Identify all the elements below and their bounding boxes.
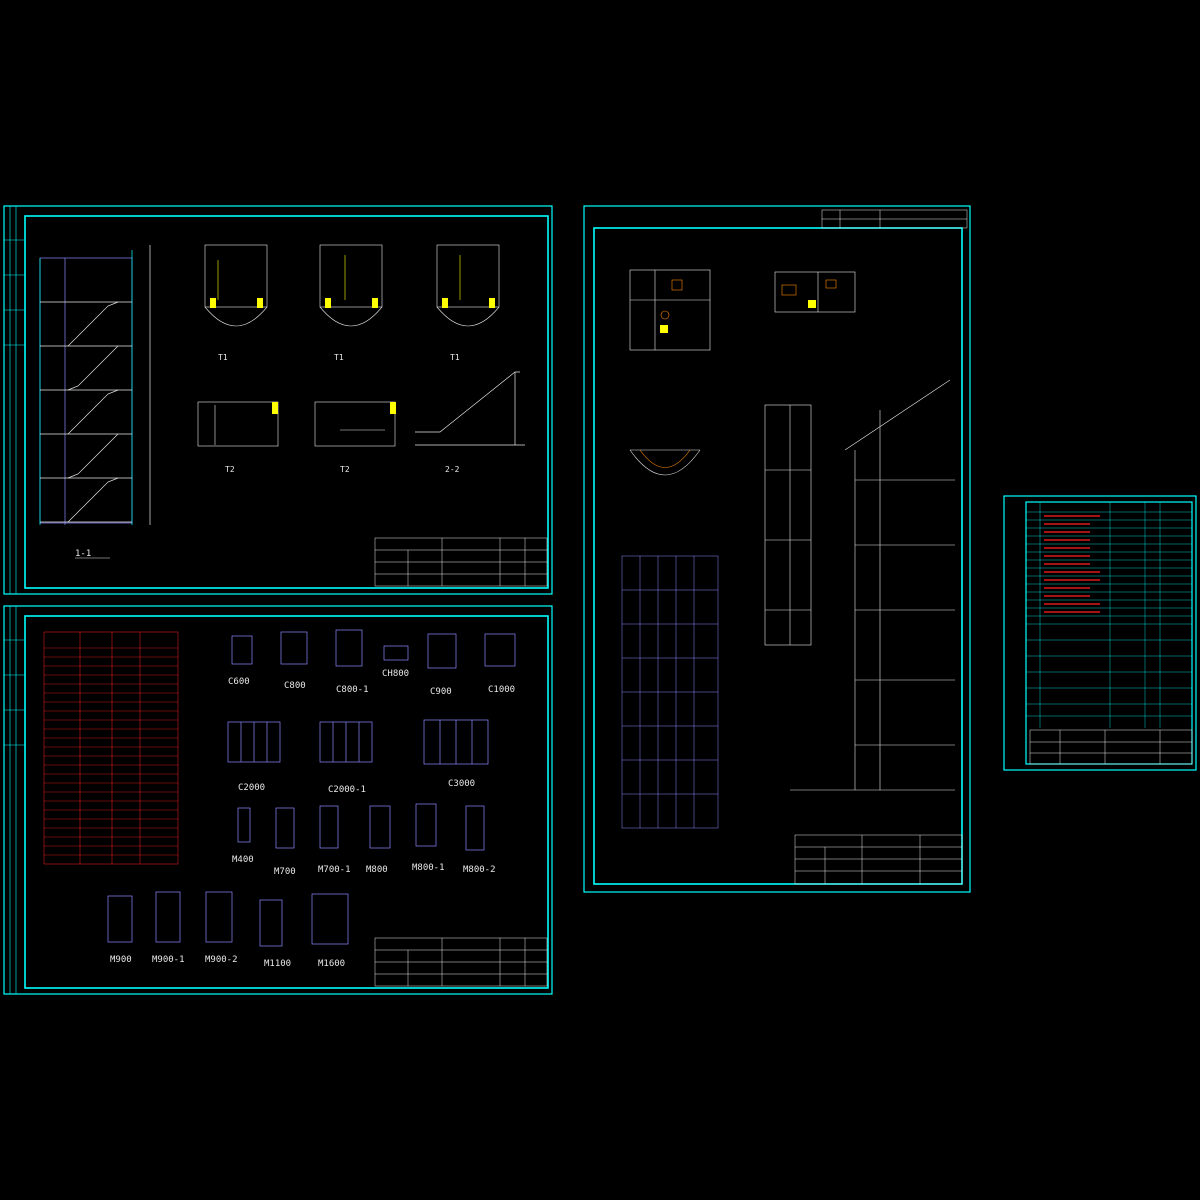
- door-m700-1: [319, 805, 339, 849]
- curtain-wall-elevation: [621, 555, 719, 829]
- window-c800: [280, 631, 308, 665]
- label-m800: M800: [366, 865, 388, 875]
- stair-section-1-1: [39, 245, 151, 525]
- door-m900-1: [155, 891, 181, 943]
- label-m1600: M1600: [318, 959, 345, 969]
- window-c1000: [484, 633, 516, 667]
- label-m400: M400: [232, 855, 254, 865]
- schedule-rows: [44, 647, 178, 856]
- title-block-doors: [374, 937, 548, 987]
- window-ch800: [383, 645, 409, 661]
- door-m800: [369, 805, 391, 849]
- section-1-1-title: 1-1: [75, 549, 91, 559]
- sheet-doors-windows: C600 C800 C800-1 CH800 C900 C1000 C2000 …: [3, 605, 553, 995]
- stair-plan-t2-b: [314, 401, 396, 447]
- stair-plan-t2-a: [197, 401, 279, 447]
- label-c800-1: C800-1: [336, 685, 369, 695]
- plan-label-2-2: 2-2: [445, 465, 460, 474]
- door-m1600: [311, 893, 349, 945]
- door-m800-2: [465, 805, 485, 851]
- index-entries: [1044, 515, 1100, 613]
- door-m900: [107, 895, 133, 943]
- title-block-details: [794, 834, 963, 885]
- stair-plan-t1-b: [319, 244, 383, 327]
- window-c900: [427, 633, 457, 669]
- wall-section-strip: [764, 404, 812, 646]
- label-m900-1: M900-1: [152, 955, 185, 965]
- label-ch800: CH800: [382, 669, 409, 679]
- stair-plan-t1-a: [204, 244, 268, 327]
- door-m1100: [259, 899, 283, 947]
- plan-label-t1-a: T1: [218, 353, 228, 362]
- label-c2000-1: C2000-1: [328, 785, 366, 795]
- label-c900: C900: [430, 687, 452, 697]
- door-m900-2: [205, 891, 233, 943]
- label-c2000: C2000: [238, 783, 265, 793]
- label-c600: C600: [228, 677, 250, 687]
- label-m800-2: M800-2: [463, 865, 496, 875]
- stair-plan-t1-c: [436, 244, 500, 327]
- door-m400: [237, 807, 251, 843]
- label-m900-2: M900-2: [205, 955, 238, 965]
- curved-balcony-detail: [629, 449, 701, 476]
- sheet-top-stamp: [821, 209, 968, 229]
- index-table: [1026, 502, 1192, 728]
- plan-label-t2-a: T2: [225, 465, 235, 474]
- label-m900: M900: [110, 955, 132, 965]
- bathroom-plan-2: [774, 271, 856, 313]
- sheet-drawing-index: [1003, 495, 1197, 771]
- label-c3000: C3000: [448, 779, 475, 789]
- label-m700: M700: [274, 867, 296, 877]
- plan-label-t1-c: T1: [450, 353, 460, 362]
- plan-label-t1-b: T1: [334, 353, 344, 362]
- plan-label-t2-b: T2: [340, 465, 350, 474]
- bathroom-plan-1: [629, 269, 711, 351]
- door-m700: [275, 807, 295, 849]
- label-m1100: M1100: [264, 959, 291, 969]
- title-block-index: [1029, 729, 1193, 765]
- title-block-stair: [374, 537, 548, 587]
- label-m700-1: M700-1: [318, 865, 351, 875]
- label-c1000: C1000: [488, 685, 515, 695]
- building-section: [790, 379, 955, 791]
- door-m800-1: [415, 803, 437, 847]
- window-c800-1: [335, 629, 363, 667]
- label-c800: C800: [284, 681, 306, 691]
- window-c600: [231, 635, 253, 665]
- label-m800-1: M800-1: [412, 863, 445, 873]
- stair-section-2-2: [415, 371, 525, 446]
- sheet-building-details: [583, 205, 971, 893]
- door-window-schedule-table: [43, 631, 179, 865]
- sheet-stair-details: 1-1 T1 T1 T1: [3, 205, 553, 595]
